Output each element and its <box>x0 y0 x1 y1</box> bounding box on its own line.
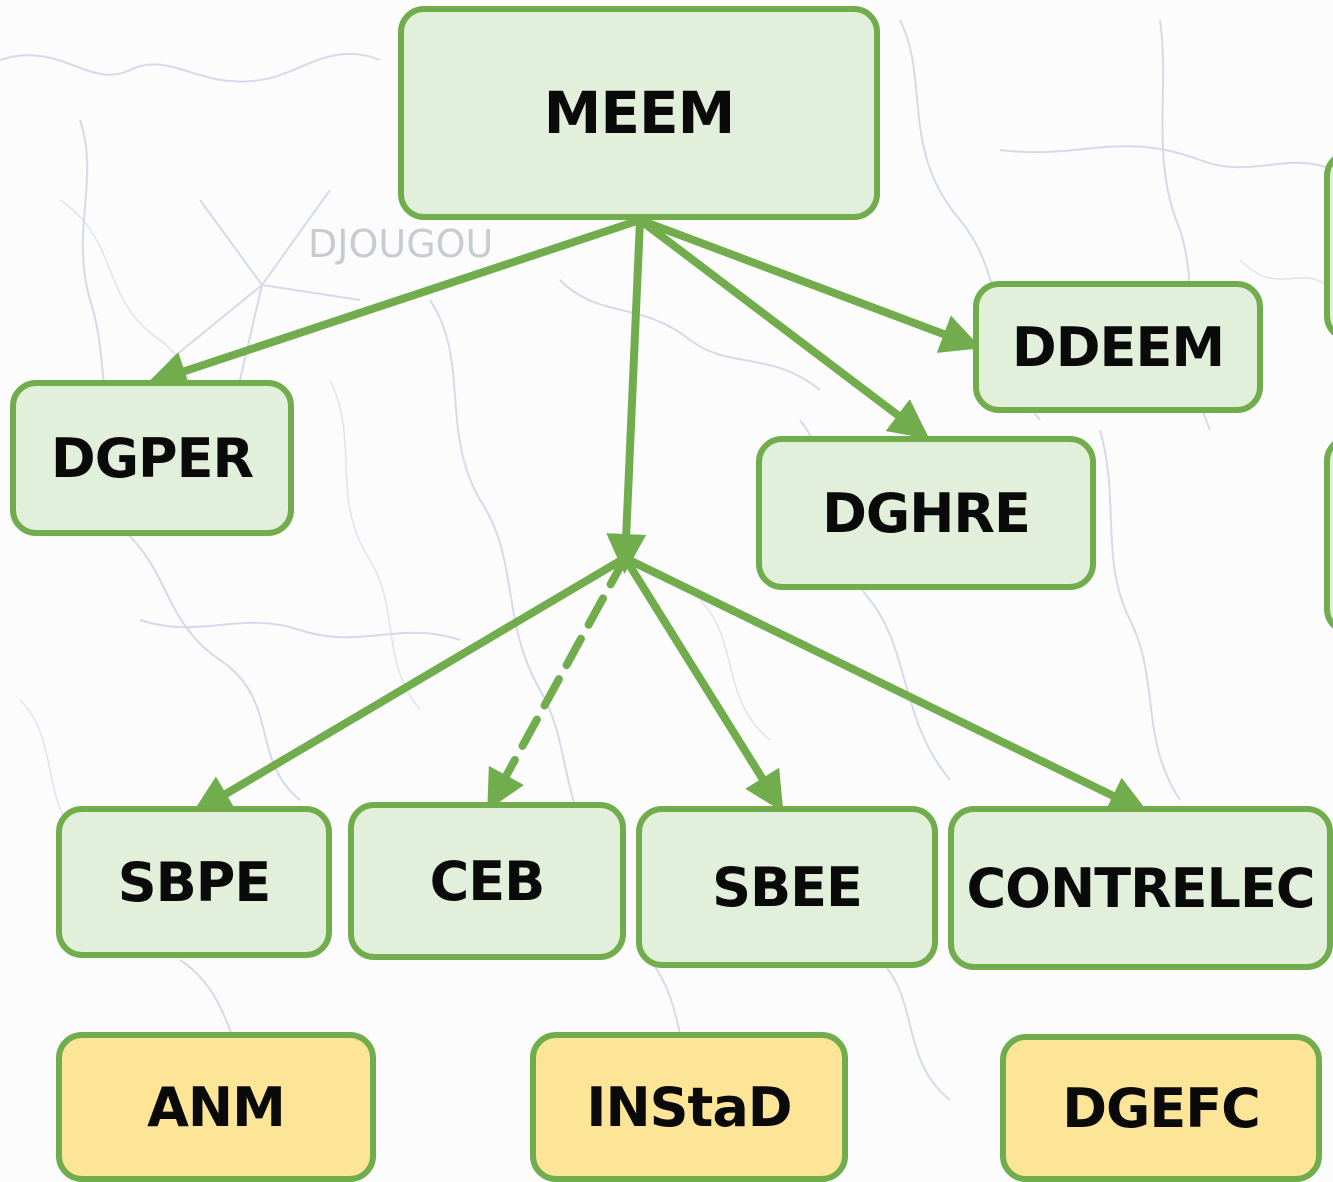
node-ceb: CEB <box>348 802 626 960</box>
node-instad: INStaD <box>530 1032 848 1182</box>
edge-meem-hub <box>606 216 647 574</box>
edge-meem-ddeem <box>636 216 982 353</box>
edge-meem-dghre <box>636 216 930 440</box>
node-anm: ANM <box>56 1032 376 1182</box>
node-meem: MEEM <box>398 6 880 220</box>
node-sbpe: SBPE <box>56 806 332 958</box>
node-contrelec: CONTRELEC <box>948 806 1333 970</box>
map-place-label: DJOUGOU <box>308 222 494 266</box>
edge-hub-sbee <box>621 554 784 813</box>
edge-hub-contrelec <box>621 554 1149 814</box>
partial-box-right-middle <box>1324 435 1333 635</box>
node-sbee: SBEE <box>636 806 938 968</box>
node-dghre: DGHRE <box>756 436 1096 590</box>
node-dgefc: DGEFC <box>1000 1034 1322 1182</box>
node-ddeem: DDEEM <box>973 281 1263 413</box>
edge-hub-ceb <box>487 554 629 811</box>
edge-hub-sbpe <box>191 554 629 815</box>
edge-meem-dgper <box>146 216 644 391</box>
node-dgper: DGPER <box>10 380 294 536</box>
partial-box-right-top <box>1324 150 1333 342</box>
